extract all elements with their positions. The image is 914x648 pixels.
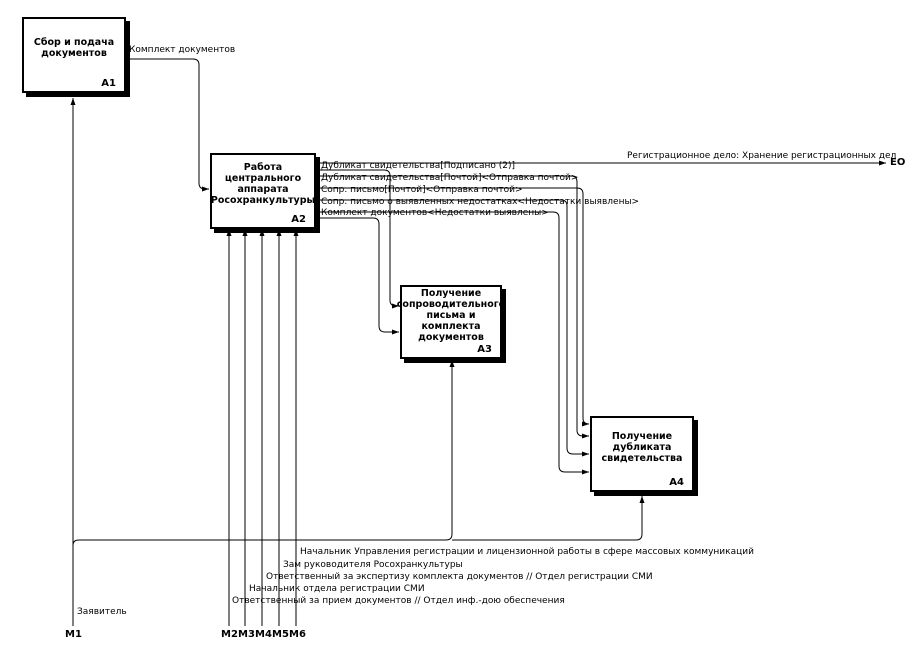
box-title: Работа центрального аппарата Росохранкул… bbox=[210, 162, 316, 206]
arrow-out5-a4 bbox=[316, 211, 589, 475]
activity-box-a2[interactable]: Работа центрального аппарата Росохранкул… bbox=[210, 153, 316, 229]
box-id: A4 bbox=[669, 477, 684, 488]
mechanism-label-m4: Ответственный за экспертизу комплекта до… bbox=[266, 572, 653, 582]
mechanism-code-m3: M3 bbox=[238, 629, 255, 640]
arrow-label-out1: Дубликат свидетельства[Подписано (2)] bbox=[321, 161, 515, 171]
arrow-a1-output bbox=[126, 58, 209, 192]
arrow-out5-a3 bbox=[316, 217, 399, 335]
arrow-out2 bbox=[316, 175, 589, 439]
box-id: A2 bbox=[291, 214, 306, 225]
activity-box-a3[interactable]: Получение сопроводительного письма и ком… bbox=[396, 285, 506, 359]
arrow-label-out3: Сопр. письмо[Почтой]<Отправка почтой> bbox=[321, 185, 523, 195]
activity-box-a1[interactable]: Сбор и подача документов A1 bbox=[22, 17, 126, 93]
mechanism-code-m6: M6 bbox=[289, 629, 306, 640]
box-title: Получение дубликата свидетельства bbox=[601, 430, 683, 464]
box-id: A3 bbox=[477, 344, 492, 355]
mechanism-code-m4: M4 bbox=[255, 629, 272, 640]
mechanism-label-m6: Начальник Управления регистрации и лицен… bbox=[300, 547, 754, 557]
arrow-out3 bbox=[316, 187, 590, 427]
mechanism-label-m5: Зам руководителя Росохранкультуры bbox=[283, 560, 463, 570]
box-title: Сбор и подача документов bbox=[33, 37, 115, 59]
arrow-m1-branch-a4 bbox=[452, 496, 645, 541]
arrow-label-a1-output: Комплект документов bbox=[129, 45, 236, 55]
mechanism-label-m3: Начальник отдела регистрации СМИ bbox=[249, 584, 425, 594]
arrow-a2-a3 bbox=[316, 169, 399, 309]
mechanism-code-m5: M5 bbox=[272, 629, 289, 640]
arrow-out4 bbox=[316, 199, 589, 457]
activity-box-a4[interactable]: Получение дубликата свидетельства A4 bbox=[590, 416, 694, 492]
mechanism-code-m1: M1 bbox=[65, 629, 82, 640]
box-id: A1 bbox=[101, 78, 116, 89]
arrow-label-out4: Сопр. письмо о выявленных недостатках<Не… bbox=[321, 197, 640, 207]
mechanism-label-m1: Заявитель bbox=[77, 607, 127, 617]
arrow-label-out2: Дубликат свидетельства[Почтой]<Отправка … bbox=[321, 173, 579, 183]
external-output-code: ЕО bbox=[890, 157, 906, 168]
arrow-label-reg-output: Регистрационное дело: Хранение регистрац… bbox=[627, 151, 897, 161]
mechanism-code-m2: M2 bbox=[221, 629, 238, 640]
mechanism-label-m2: Ответственный за прием документов // Отд… bbox=[232, 596, 565, 606]
box-title: Получение сопроводительного письма и ком… bbox=[396, 287, 506, 343]
arrow-m1-branch bbox=[72, 360, 455, 546]
arrow-label-out5: Комплект документов<Недостатки выявлены> bbox=[321, 208, 549, 218]
